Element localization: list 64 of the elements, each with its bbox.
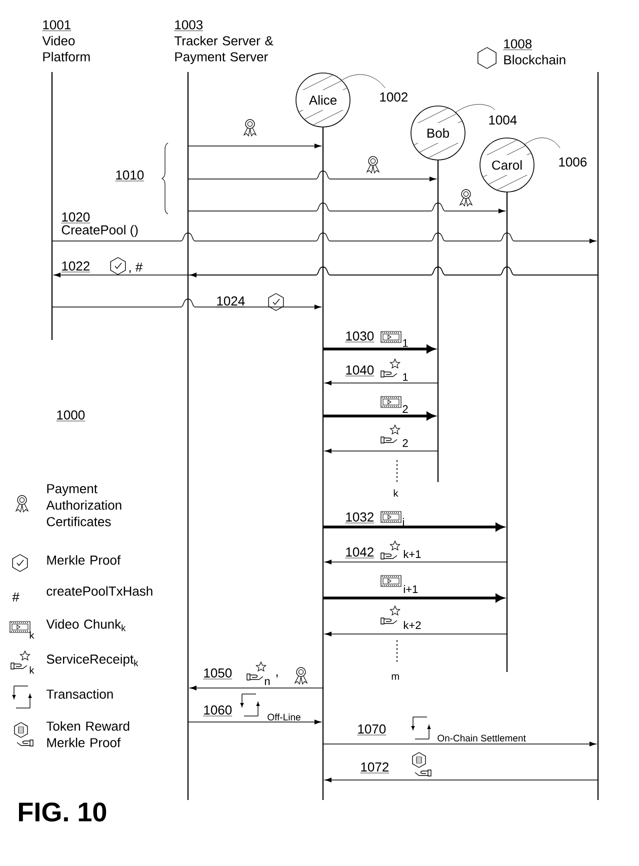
label: , #	[129, 262, 143, 274]
legend-label: Payment Authorization Certificates	[46, 484, 122, 526]
edge-label: 1070	[357, 724, 386, 736]
arrow	[324, 523, 504, 531]
label: #	[12, 592, 20, 602]
arrow	[323, 742, 596, 746]
edge-label: 1040	[345, 365, 374, 376]
label: 1	[403, 339, 408, 347]
edge-label: 1060	[203, 705, 232, 716]
arrow	[190, 686, 323, 690]
legend-label: createPoolTxHash	[46, 586, 152, 596]
reference-number: 1000	[56, 410, 86, 422]
label: i+1	[404, 585, 418, 593]
edge-label: 1032	[345, 512, 374, 524]
label: k	[394, 489, 398, 497]
label: 2	[402, 439, 408, 447]
label: m	[392, 674, 399, 680]
reference-number: 1010	[115, 170, 144, 182]
edge-label: 1050	[203, 668, 232, 680]
edge-label: 1022	[61, 261, 90, 272]
label: ,	[276, 674, 278, 678]
participant-label: 1003 Tracker Server & Payment Server	[174, 20, 274, 64]
label: n	[264, 679, 270, 685]
edge-label: 1042	[345, 547, 374, 558]
label: k	[30, 631, 34, 639]
edge-label: 1072	[360, 762, 390, 774]
legend-label: ServiceReceipt$_{k}$	[46, 654, 138, 666]
arrow	[324, 594, 504, 602]
arrow	[324, 412, 435, 420]
arrow	[188, 202, 506, 214]
label: k+1	[404, 550, 421, 558]
edge-label: 1020	[61, 212, 90, 224]
arrow	[188, 144, 322, 148]
label: On-Chain Settlement	[438, 734, 526, 742]
reference-number: 1004	[489, 115, 517, 125]
edge-label: 1024	[216, 296, 246, 308]
arrow	[188, 720, 322, 724]
label: Off-Line	[268, 714, 300, 720]
legend-label: Token Reward Merkle Proof	[46, 721, 130, 748]
label: 1	[403, 373, 408, 381]
label: CreatePool ()	[62, 224, 138, 238]
arrow	[188, 170, 436, 182]
arrow	[324, 345, 435, 353]
reference-number: 1002	[380, 92, 408, 102]
label: i	[402, 518, 404, 526]
participant-label: 1008 Blockchain	[503, 39, 566, 64]
legend-label: Video Chunk$_{k}$	[46, 619, 126, 632]
label: k	[30, 666, 34, 674]
arrow	[324, 632, 507, 636]
label: 2	[402, 405, 408, 413]
reference-number: 1006	[559, 157, 587, 167]
arrow	[324, 380, 438, 386]
arrow	[324, 778, 598, 782]
arrow	[52, 298, 322, 310]
participant-label: 1001 Video Platform	[42, 20, 90, 62]
arrow	[52, 232, 596, 244]
edge-label: 1030	[345, 331, 374, 342]
legend-label: Transaction	[46, 689, 113, 699]
legend-label: Merkle Proof	[47, 555, 121, 565]
arrow	[324, 560, 507, 564]
arrow	[324, 448, 438, 454]
figure-caption: FIG. 10	[19, 802, 106, 822]
label: k+2	[404, 621, 421, 629]
arrow	[190, 266, 598, 278]
